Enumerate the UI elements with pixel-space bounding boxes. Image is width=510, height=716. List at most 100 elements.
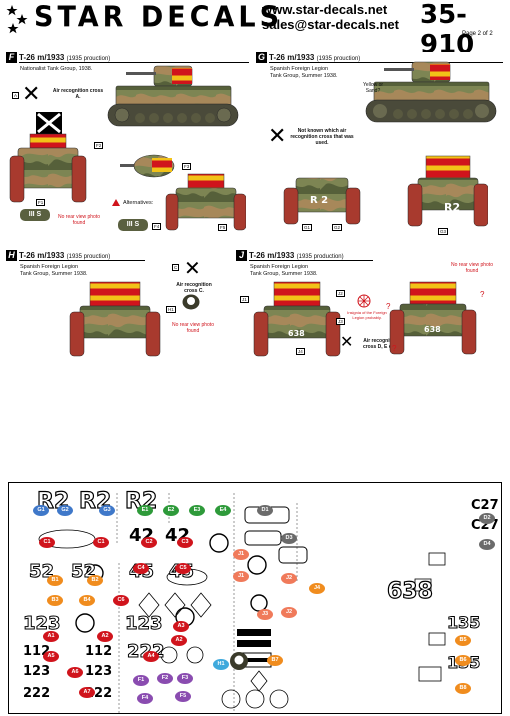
insignia-note: Insignia of the Foreign Legion probably.	[347, 310, 387, 320]
tag-f2: F2	[94, 142, 104, 149]
brand-title: STAR DECALS	[34, 1, 284, 34]
tag-j4: J4	[296, 348, 305, 355]
decal-label-h1: H1	[213, 659, 229, 670]
plate-decal-alt: III S	[118, 219, 148, 231]
tank-rear-view-j	[389, 281, 477, 355]
decal-label-e1: E1	[137, 505, 153, 516]
panel-g-title-row: G T-26 m/1933 (1935 prouction)	[256, 52, 360, 63]
question-mark: ?	[480, 290, 485, 299]
panel-j: J T-26 m/1933 (1935 production) Spanish …	[236, 250, 506, 360]
warning-triangle-icon	[112, 199, 120, 206]
panel-f: F T-26 m/1933 (1935 prouction) Nationali…	[6, 52, 252, 240]
tag-g1: G1	[302, 224, 313, 231]
skull-emblem-icon	[182, 294, 200, 310]
title-rule	[19, 62, 249, 63]
decal-label-f1: F1	[133, 675, 149, 686]
tag-f4: F4	[152, 223, 162, 230]
tank-side-view	[107, 65, 239, 127]
tag-f1: F1	[36, 199, 46, 206]
yellow-note: Yellow or Sand?	[362, 82, 384, 94]
tank-rear-view-1	[9, 112, 87, 203]
plate-decal: III S	[20, 209, 50, 221]
hull-number: 638	[288, 329, 305, 338]
decal-label-b3: B3	[47, 595, 63, 606]
title-rule	[269, 62, 503, 63]
title-rule	[249, 260, 373, 261]
decal-label-e2: E2	[163, 505, 179, 516]
decal-label-j2a: J2	[281, 573, 297, 584]
cross-x-icon: ✕	[340, 332, 354, 351]
foreign-legion-insignia-icon	[357, 294, 371, 308]
decal-label-b1: B1	[47, 575, 63, 586]
header: STAR DECALS www.star-decals.net sales@st…	[0, 0, 510, 60]
tank-side-view	[365, 61, 497, 123]
decal-label-f2: F2	[157, 673, 173, 684]
decal-label-b5: B5	[455, 635, 471, 646]
tag-j2: J2	[336, 290, 345, 297]
decal-label-c2: C2	[141, 537, 157, 548]
decal-label-e3: E3	[189, 505, 205, 516]
cross-note: Air recognition cross D, E or F.	[362, 338, 400, 350]
decal-label-j1b: J1	[233, 571, 249, 582]
tank-rear-view-h	[69, 281, 161, 357]
decal-sheet: R2 R2 R2 42 42 52 52 45 45 123 123 112 1…	[8, 482, 502, 714]
cross-note: Air recognition cross C.	[176, 282, 212, 294]
hull-number: R 2	[310, 195, 329, 206]
decal-label-f3: F3	[177, 673, 193, 684]
decal-label-g2: G2	[57, 505, 73, 516]
tag-g3: G3	[438, 228, 449, 235]
decal-label-c6: C6	[113, 595, 129, 606]
decal-number-123-small: 123	[85, 664, 113, 679]
cross-tag: A	[12, 92, 20, 99]
tag-j1: J1	[240, 296, 249, 303]
panel-title: T-26 m/1933 (1935 prouction)	[19, 251, 111, 260]
tag-j3: J3	[336, 318, 345, 325]
contact-block: www.star-decals.net sales@star-decals.ne…	[262, 2, 399, 32]
turret-detail	[120, 154, 175, 178]
decal-label-d1: D1	[257, 505, 273, 516]
decal-label-a3: A3	[173, 621, 189, 632]
decal-label-c1a: C1	[39, 537, 55, 548]
decal-number-638: 638	[386, 579, 433, 604]
cross-x-icon: ✕	[184, 256, 201, 280]
panel-letter: J	[236, 250, 247, 261]
stars-logo-icon	[6, 5, 28, 34]
panel-title: T-26 m/1933 (1935 prouction)	[269, 53, 361, 62]
cross-x-icon: ✕	[268, 124, 287, 149]
title-rule	[19, 260, 145, 261]
panel-title: T-26 m/1933 (1935 production)	[249, 251, 344, 260]
decal-label-b6: B6	[455, 655, 471, 666]
hull-number-rear: 638	[424, 325, 441, 334]
panel-title: T-26 m/1933 (1935 prouction)	[19, 53, 111, 62]
cross-x-icon: ✕	[22, 82, 41, 107]
tank-rear-view-g	[407, 155, 488, 227]
question-mark: ?	[392, 344, 397, 353]
decal-label-d4: D4	[479, 539, 495, 550]
question-mark: ?	[386, 302, 391, 311]
tag-h1: H1	[166, 306, 176, 313]
decal-label-a4: A4	[143, 651, 159, 662]
decal-number-123: 123	[23, 613, 62, 634]
decal-label-b4: B4	[79, 595, 95, 606]
decal-label-b2: B2	[87, 575, 103, 586]
decal-label-c3: C3	[177, 537, 193, 548]
sheet-code: 35-910	[420, 0, 475, 60]
alternatives-label: Alternatives:	[123, 200, 154, 206]
email-text: sales@star-decals.net	[262, 17, 399, 32]
panel-letter: F	[6, 52, 17, 63]
panel-f-title-row: F T-26 m/1933 (1935 prouction)	[6, 52, 110, 63]
no-rear-note: No rear view photo found	[451, 262, 493, 274]
cross-tag: C	[172, 264, 180, 271]
decal-label-c4: C4	[133, 563, 149, 574]
decal-label-j1a: J1	[233, 549, 249, 560]
decal-label-a7: A7	[79, 687, 95, 698]
decal-label-f5: F5	[175, 691, 191, 702]
tag-f5: F5	[218, 224, 228, 231]
decal-label-j3: J3	[257, 609, 273, 620]
panel-h-title-row: H T-26 m/1933 (1935 prouction)	[6, 250, 110, 261]
cross-note: Air recognition cross A.	[52, 88, 104, 100]
tag-g2: G2	[332, 224, 343, 231]
decal-label-a2a: A2	[97, 631, 113, 642]
